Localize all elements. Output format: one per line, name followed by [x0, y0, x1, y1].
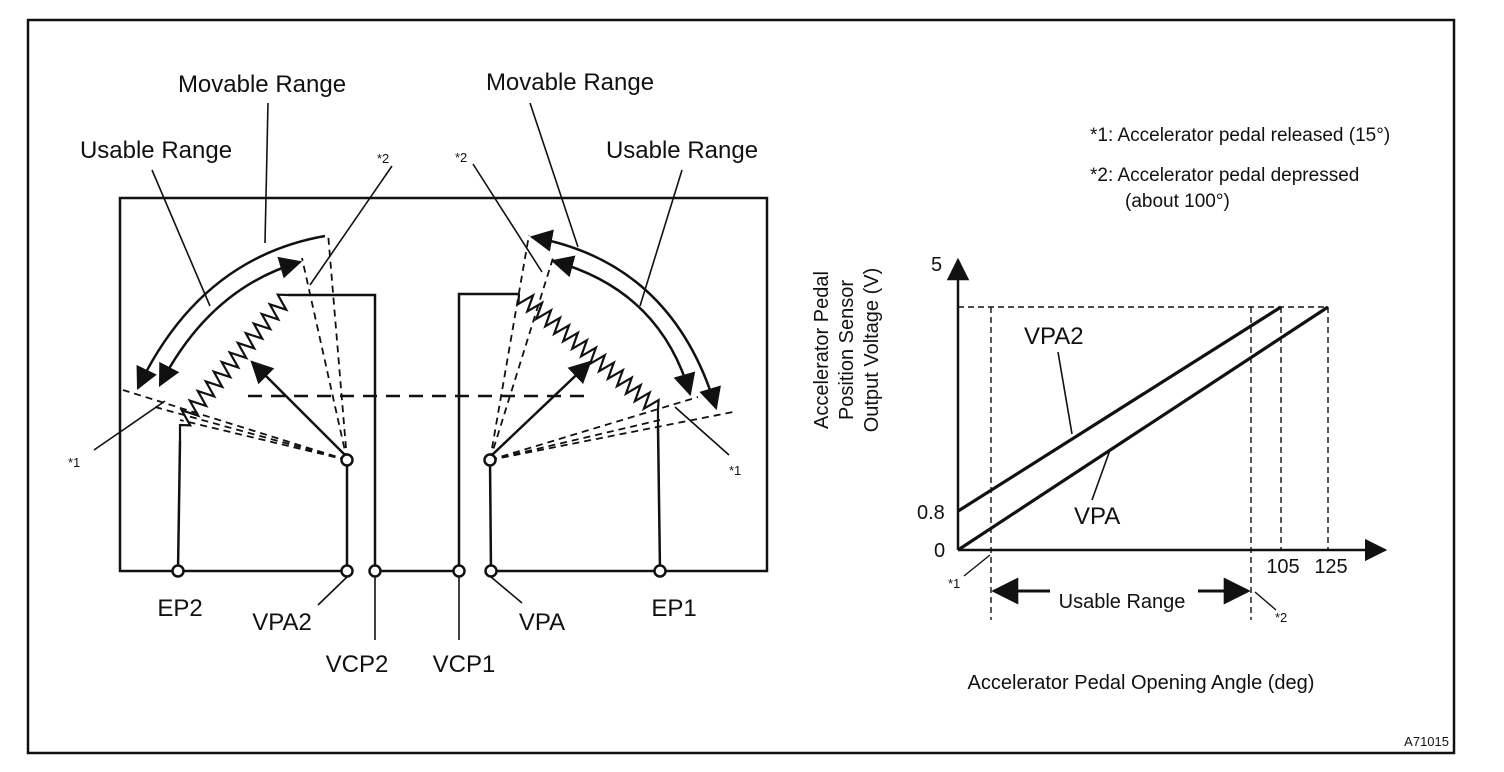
- chart-y-axis-title: Accelerator Pedal Position Sensor Output…: [811, 268, 883, 433]
- y-tick-0: 0: [934, 540, 945, 562]
- chart-x-axis-title: Accelerator Pedal Opening Angle (deg): [968, 672, 1315, 694]
- x-tick-125: 125: [1314, 556, 1347, 578]
- mark1-right: *1: [729, 463, 741, 478]
- resistor-right: [517, 292, 660, 426]
- terminal-vpa: [484, 564, 498, 578]
- usable-range-left-label: Usable Range: [80, 137, 232, 164]
- leader-lines: [93, 102, 730, 456]
- terminal-vcp2: [368, 564, 382, 578]
- x-marker-2: *2: [1275, 610, 1287, 625]
- terminal-ep2: [171, 564, 185, 578]
- series-label-vpa: VPA: [1074, 503, 1120, 530]
- terminal-vcp1: [452, 564, 466, 578]
- chart-usable-range-label: Usable Range: [1059, 591, 1186, 613]
- terminal-label-vcp2: VCP2: [326, 651, 389, 678]
- terminal-vpa2: [340, 564, 354, 578]
- series-label-vpa2: VPA2: [1024, 323, 1084, 350]
- terminal-leaders: [317, 576, 523, 640]
- limit-lines-left: [122, 232, 348, 461]
- usable-range-right-label: Usable Range: [606, 137, 758, 164]
- usable-range-arc-left: [158, 256, 303, 387]
- sensor-diagram: Movable Range Movable Range Usable Range…: [68, 69, 769, 678]
- footnote-2-line1: *2: Accelerator pedal depressed: [1090, 165, 1359, 186]
- terminal-label-vcp1: VCP1: [433, 651, 496, 678]
- figure-code: A71015: [1404, 734, 1449, 749]
- terminals: [171, 453, 667, 578]
- movable-range-left-label: Movable Range: [178, 71, 346, 98]
- wire-ep1: [656, 425, 662, 572]
- series-line-vpa2: [957, 305, 1282, 513]
- terminal-ep1: [653, 564, 667, 578]
- mark1-left: *1: [68, 455, 80, 470]
- wire-vcp2: [288, 293, 377, 571]
- usable-range-arc-right: [550, 255, 696, 397]
- footnotes: *1: Accelerator pedal released (15°) *2:…: [1090, 125, 1390, 212]
- movable-range-right-label: Movable Range: [486, 69, 654, 96]
- mark2-left: *2: [377, 151, 389, 166]
- y-title-line1: Accelerator Pedal: [811, 271, 833, 429]
- output-voltage-chart: VPA2 VPA 5 0.8 0 105 125 *1 *2 Usable Ra…: [811, 254, 1388, 694]
- wire-vpa: [488, 459, 493, 572]
- wire-ep2: [176, 440, 182, 572]
- footnote-2-line2: (about 100°): [1125, 191, 1230, 212]
- footnote-1: *1: Accelerator pedal released (15°): [1090, 125, 1390, 146]
- terminal-label-vpa: VPA: [519, 609, 565, 636]
- series-line-vpa: [957, 305, 1329, 552]
- wiper-pivot-left: [340, 453, 354, 467]
- y-tick-5: 5: [931, 254, 942, 276]
- y-title-line3: Output Voltage (V): [861, 268, 883, 433]
- sensor-housing: [118, 196, 769, 573]
- wire-vcp1: [457, 292, 519, 571]
- y-tick-0-8: 0.8: [917, 502, 945, 524]
- terminal-label-vpa2: VPA2: [252, 609, 312, 636]
- terminal-label-ep1: EP1: [651, 595, 696, 622]
- x-marker-1: *1: [948, 576, 960, 591]
- x-tick-105: 105: [1266, 556, 1299, 578]
- wiper-pivot-right: [483, 453, 497, 467]
- outer-frame: [26, 18, 1456, 755]
- mark2-right: *2: [455, 150, 467, 165]
- terminal-label-ep2: EP2: [157, 595, 202, 622]
- y-title-line2: Position Sensor: [836, 280, 858, 420]
- wiper-arrow-left: [250, 360, 346, 456]
